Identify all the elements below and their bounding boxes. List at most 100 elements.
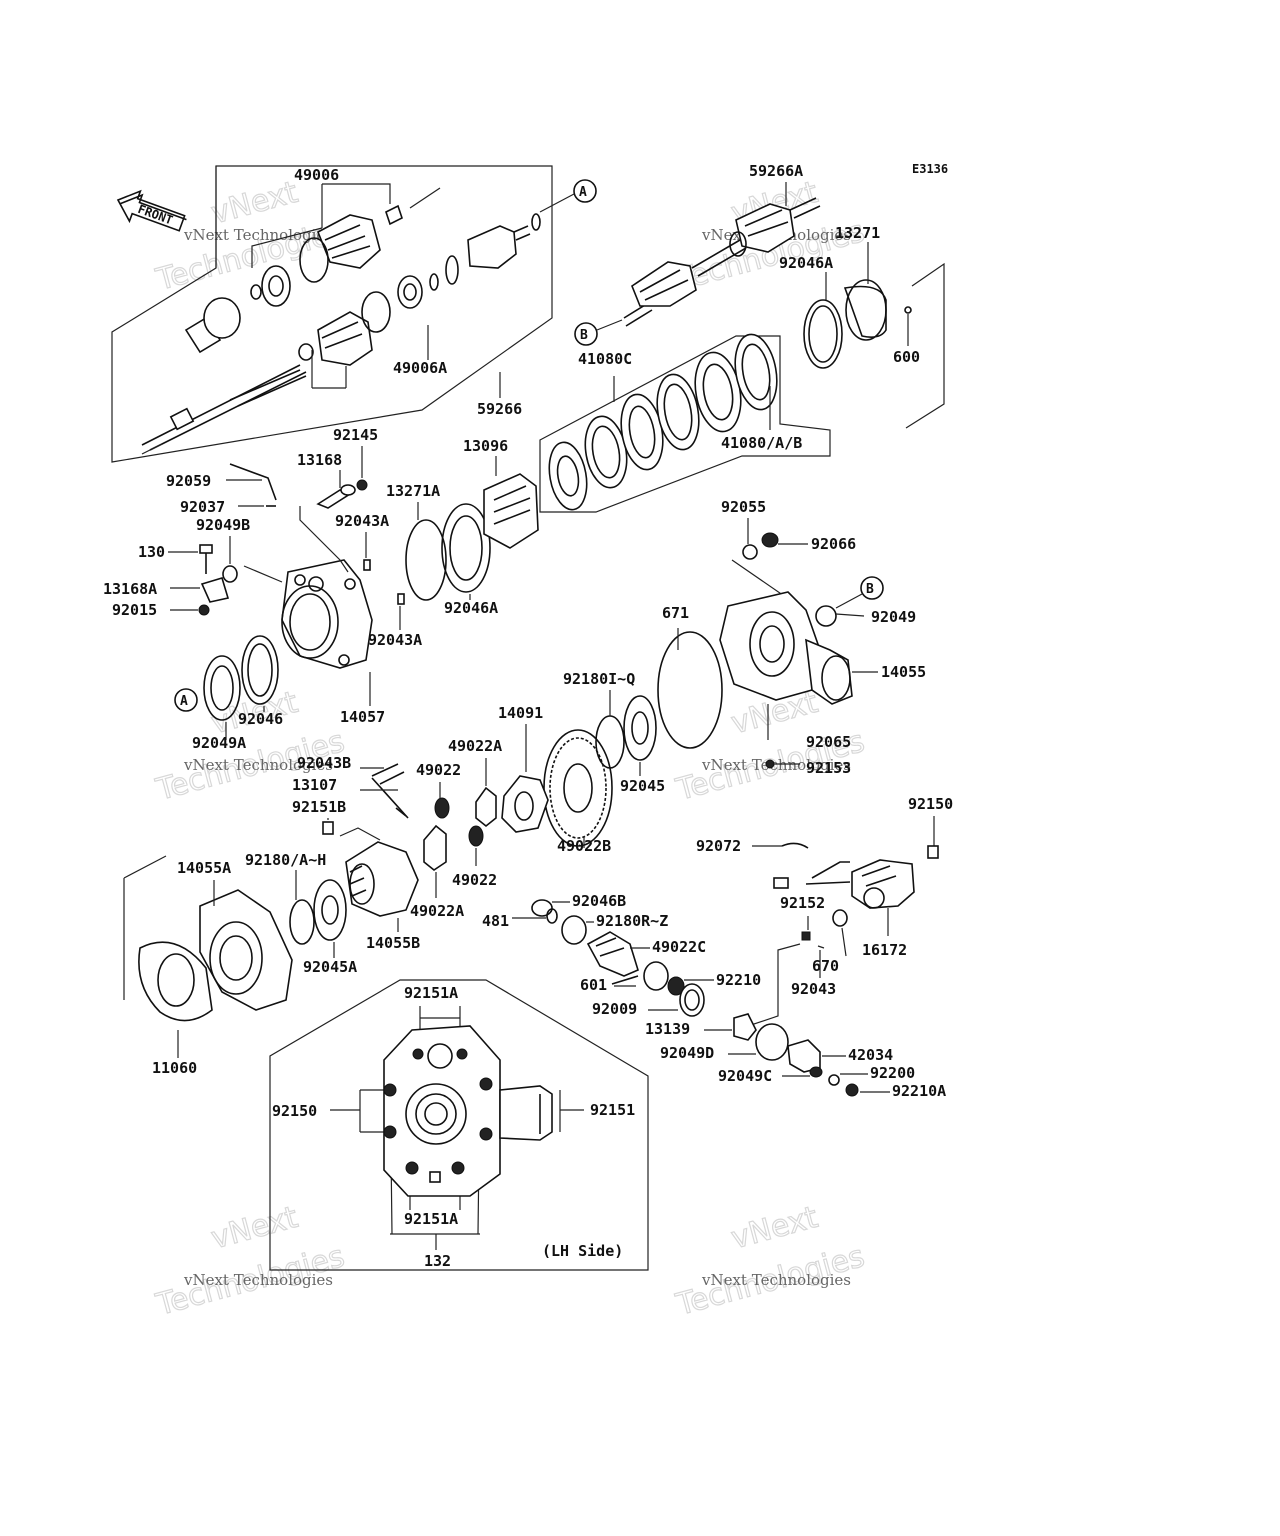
label-92049: 92049 <box>871 608 916 626</box>
callout-b-top: B <box>574 319 623 346</box>
svg-text:vNext: vNext <box>728 1200 822 1257</box>
label-92043A-1: 92043A <box>335 512 389 530</box>
side-note: (LH Side) <box>542 1242 623 1260</box>
label-41080-A-B: 41080/A/B <box>721 434 802 452</box>
callout-b-right: B <box>835 576 884 609</box>
label-92045A: 92045A <box>303 958 357 976</box>
label-49022A-2: 49022A <box>410 902 464 920</box>
housing-14057 <box>243 506 373 706</box>
label-92015: 92015 <box>112 601 157 619</box>
label-13271A: 13271A <box>386 482 440 500</box>
label-130: 130 <box>138 543 165 561</box>
label-49022-2: 49022 <box>452 871 497 889</box>
svg-text:vNext: vNext <box>208 175 302 232</box>
label-92009: 92009 <box>592 1000 637 1018</box>
label-92180R-Z: 92180R~Z <box>596 912 668 930</box>
label-49022A-1: 49022A <box>448 737 502 755</box>
watermark-bot-right: vNext Technologies <box>671 1199 868 1323</box>
label-92065: 92065 <box>806 733 851 751</box>
label-49006: 49006 <box>294 166 339 184</box>
label-92180-A-H: 92180/A~H <box>245 851 326 869</box>
label-14055B: 14055B <box>366 934 420 952</box>
label-92210: 92210 <box>716 971 761 989</box>
label-670: 670 <box>812 957 839 975</box>
watermark-text-5: vNext Technologies <box>183 1271 333 1289</box>
label-14055: 14055 <box>881 663 926 681</box>
label-92072: 92072 <box>696 837 741 855</box>
label-132: 132 <box>424 1252 451 1270</box>
label-16172: 16172 <box>862 941 907 959</box>
label-92153: 92153 <box>806 759 851 777</box>
assembly-132 <box>269 979 649 1271</box>
label-92150-right: 92150 <box>908 795 953 813</box>
label-92046: 92046 <box>238 710 283 728</box>
bearing-92046 <box>203 635 279 740</box>
label-92043B: 92043B <box>297 754 351 772</box>
svg-text:A: A <box>180 694 188 709</box>
diagram-code: E3136 <box>912 162 948 176</box>
label-92151B: 92151B <box>292 798 346 816</box>
label-13168A: 13168A <box>103 580 157 598</box>
watermark-text-1: vNext Technologies <box>183 226 333 244</box>
label-13168: 13168 <box>297 451 342 469</box>
label-92151: 92151 <box>590 1101 635 1119</box>
label-671: 671 <box>662 604 689 622</box>
differential-gears <box>322 690 657 866</box>
label-42034: 42034 <box>848 1046 893 1064</box>
svg-text:A: A <box>579 185 587 200</box>
actuator-16172 <box>735 816 939 1031</box>
label-92066: 92066 <box>811 535 856 553</box>
label-92150-left: 92150 <box>272 1102 317 1120</box>
label-92049B: 92049B <box>196 516 250 534</box>
label-92043A-2: 92043A <box>368 631 422 649</box>
label-49022-1: 49022 <box>416 761 461 779</box>
label-92049C: 92049C <box>718 1067 772 1085</box>
label-92151A-bottom: 92151A <box>404 1210 458 1228</box>
upper-left-parts <box>168 446 539 630</box>
label-14055A: 14055A <box>177 859 231 877</box>
callout-a-top: A <box>539 179 597 213</box>
watermark-text-4: vNext Technologies <box>701 756 851 774</box>
label-92037: 92037 <box>180 498 225 516</box>
label-14091: 14091 <box>498 704 543 722</box>
label-92200: 92200 <box>870 1064 915 1082</box>
label-92059: 92059 <box>166 472 211 490</box>
pinion-assembly <box>512 899 890 1097</box>
label-92049D: 92049D <box>660 1044 714 1062</box>
label-92152: 92152 <box>780 894 825 912</box>
svg-text:vNext: vNext <box>208 1200 302 1257</box>
housing-14055A-group <box>123 824 447 1058</box>
label-59266: 59266 <box>477 400 522 418</box>
label-92210A: 92210A <box>892 1082 946 1100</box>
watermark-bot-left: vNext Technologies <box>151 1199 348 1323</box>
label-14057: 14057 <box>340 708 385 726</box>
label-13271: 13271 <box>835 224 880 242</box>
label-49006A: 49006A <box>393 359 447 377</box>
watermark-text-3: vNext Technologies <box>183 756 333 774</box>
label-601: 601 <box>580 976 607 994</box>
label-481: 481 <box>482 912 509 930</box>
label-59266A: 59266A <box>749 162 803 180</box>
label-49022C: 49022C <box>652 938 706 956</box>
label-13139: 13139 <box>645 1020 690 1038</box>
front-arrow-icon: FRONT <box>116 189 187 232</box>
label-92151A-top: 92151A <box>404 984 458 1002</box>
label-92145: 92145 <box>333 426 378 444</box>
watermark-text-6: vNext Technologies <box>701 1271 851 1289</box>
label-92046B: 92046B <box>572 892 626 910</box>
label-11060: 11060 <box>152 1059 197 1077</box>
svg-text:B: B <box>580 328 588 343</box>
callout-a-left: A <box>174 688 198 712</box>
label-92046A: 92046A <box>444 599 498 617</box>
label-13096: 13096 <box>463 437 508 455</box>
axle-assembly-59266A <box>623 182 821 327</box>
label-13107: 13107 <box>292 776 337 794</box>
label-92049A: 92049A <box>192 734 246 752</box>
label-92043: 92043 <box>791 980 836 998</box>
label-92180I-Q: 92180I~Q <box>563 670 635 688</box>
housing-14055 <box>657 518 878 769</box>
axle-assembly-59266 <box>111 165 553 463</box>
label-92046A-top: 92046A <box>779 254 833 272</box>
clutch-plate-stack <box>539 333 831 513</box>
